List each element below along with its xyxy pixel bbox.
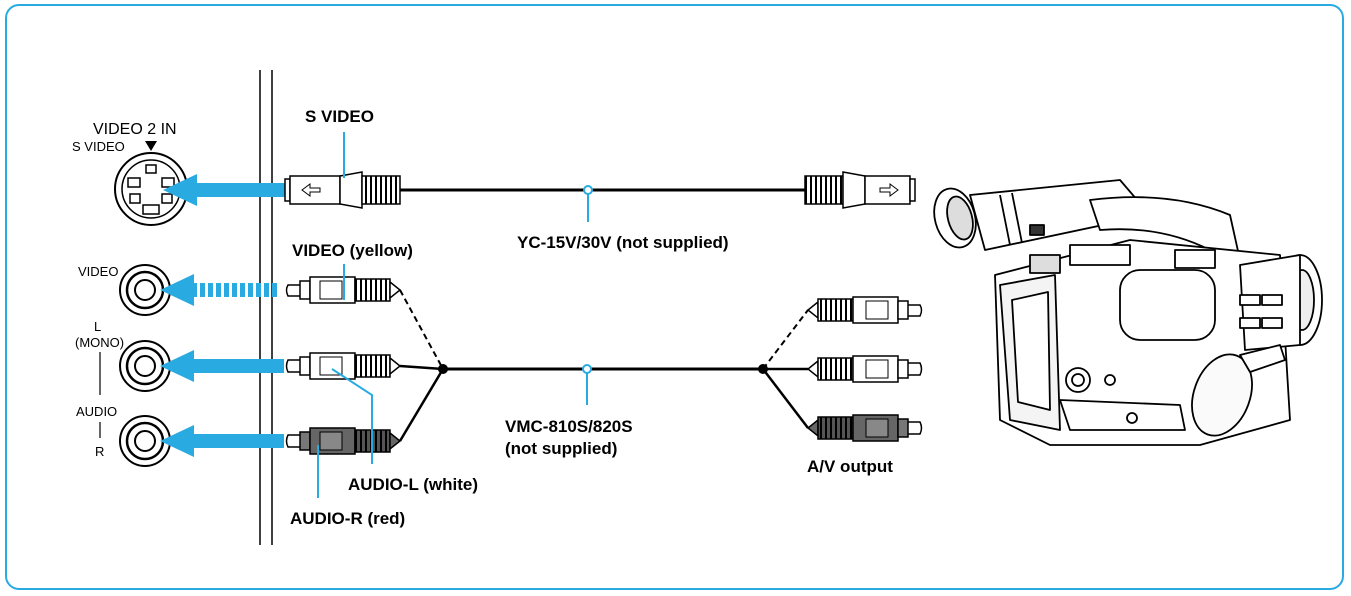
rca-plug-icon: [806, 355, 923, 383]
rca-plug-icon: [285, 427, 402, 455]
arrow-icon: [160, 274, 277, 306]
svideo-jack-icon: [114, 152, 188, 226]
mono-label: (MONO): [75, 335, 124, 350]
rca-plug-icon: [806, 414, 923, 442]
rca-plug-icon: [285, 352, 402, 380]
video-jack-label: VIDEO: [78, 264, 118, 279]
video2in-label: VIDEO 2 IN: [93, 121, 177, 138]
arrow-icon: [160, 350, 284, 382]
audio-r-label: AUDIO-R (red): [290, 509, 405, 528]
svideo-small-label: S VIDEO: [72, 139, 125, 154]
vmc-label-2: (not supplied): [505, 439, 617, 458]
svideo-plug-icon: [284, 171, 401, 209]
video-yellow-label: VIDEO (yellow): [292, 241, 413, 260]
vmc-label-1: VMC-810S/820S: [505, 417, 633, 436]
av-output-label: A/V output: [807, 457, 893, 476]
down-triangle-icon: [145, 141, 157, 151]
diagram-frame: [5, 4, 1344, 590]
arrow-icon: [163, 174, 290, 206]
rca-plug-icon: [285, 276, 402, 304]
r-label: R: [95, 444, 104, 459]
audio-label: AUDIO: [76, 404, 117, 419]
yc-cable-label: YC-15V/30V (not supplied): [517, 233, 729, 252]
rca-jack-icon: [119, 415, 171, 467]
arrow-icon: [160, 425, 284, 457]
rca-jack-icon: [119, 340, 171, 392]
svideo-cable-label: S VIDEO: [305, 107, 374, 126]
camcorder-icon: [933, 179, 1323, 446]
audio-l-label: AUDIO-L (white): [348, 475, 478, 494]
rca-plug-icon: [806, 296, 923, 324]
svideo-plug-icon: [804, 171, 916, 209]
rca-jack-icon: [119, 264, 171, 316]
l-label: L: [94, 319, 101, 334]
